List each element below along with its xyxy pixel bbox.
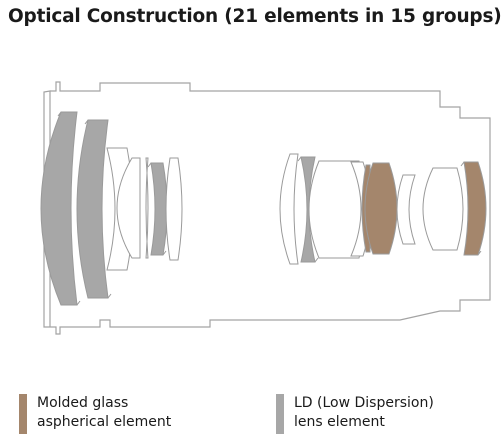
lens-element-7 bbox=[165, 157, 183, 261]
lens-element-14 bbox=[396, 174, 416, 245]
lens-element-4 bbox=[116, 157, 141, 259]
lens-element-16 bbox=[460, 161, 487, 256]
ld-element-label: LD (Low Dispersion) lens element bbox=[294, 394, 434, 432]
lens-element-9 bbox=[297, 156, 319, 263]
lens-element-15 bbox=[422, 167, 464, 251]
legend-ld-element: LD (Low Dispersion) lens element bbox=[276, 394, 434, 434]
molded-glass-swatch bbox=[19, 394, 27, 434]
lens-element-5 bbox=[145, 157, 149, 259]
lens-element-2 bbox=[76, 119, 112, 299]
lens-element-1 bbox=[40, 111, 81, 306]
molded-glass-label-line2: aspherical element bbox=[37, 414, 172, 430]
legend-molded-glass: Molded glass aspherical element bbox=[19, 394, 171, 434]
molded-glass-label-line1: Molded glass bbox=[37, 395, 129, 411]
ld-element-swatch bbox=[276, 394, 284, 434]
diagram-title: Optical Construction (21 elements in 15 … bbox=[8, 6, 502, 27]
molded-glass-label: Molded glass aspherical element bbox=[37, 394, 171, 432]
ld-element-label-line1: LD (Low Dispersion) bbox=[294, 395, 434, 411]
lens-element-8 bbox=[279, 153, 299, 265]
ld-element-label-line2: lens element bbox=[294, 414, 385, 430]
lens-element-6 bbox=[147, 162, 168, 256]
lens-element-13 bbox=[364, 162, 398, 255]
